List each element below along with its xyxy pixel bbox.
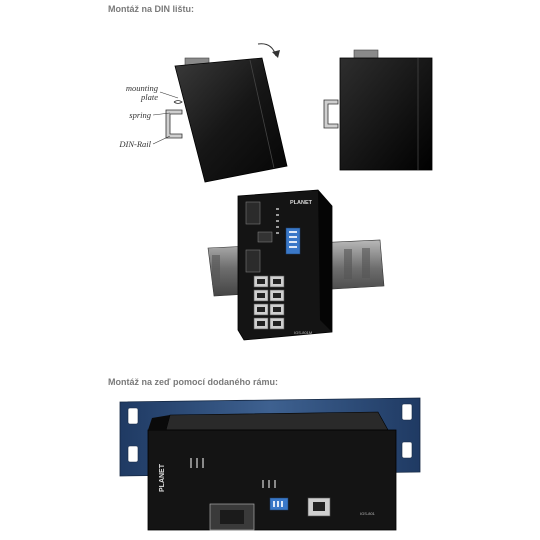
device-top (165, 411, 389, 431)
device-body-tilted (174, 57, 288, 183)
din-rail-front-illustration: PLANET IGS-801M (207, 189, 385, 341)
din-rail-profile (165, 109, 183, 139)
mounting-plate-label-line1: mounting (125, 83, 158, 93)
sfp-slot-2 (245, 249, 261, 273)
din-rail-label: DIN-Rail (119, 139, 151, 149)
model-label-wall: IGS-801 (360, 511, 376, 516)
din-rail-step1-illustration (152, 43, 288, 183)
din-rail-profile-2 (323, 99, 339, 129)
wall-mount-heading: Montáž na zeď pomocí dodaného rámu: (108, 377, 278, 387)
brand-logo-wall: PLANET (159, 463, 166, 492)
mounting-plate-label: mounting plate (108, 84, 158, 102)
spring-shape (173, 100, 183, 104)
model-label-front: IGS-801M (294, 330, 312, 335)
din-rail-heading: Montáž na DIN lištu: (108, 4, 194, 14)
spring-label: spring (129, 110, 151, 120)
mounting-plate-label-line2: plate (141, 92, 158, 102)
device-body-side (339, 57, 433, 171)
sfp-slot-1 (245, 201, 261, 225)
console-port (257, 231, 273, 243)
device-front-face (147, 429, 397, 531)
din-rail-step2-illustration (323, 49, 433, 171)
wall-mount-illustration: PLANET IGS-801 (119, 397, 421, 531)
brand-logo: PLANET (290, 200, 313, 206)
rotate-arrow-icon (257, 43, 277, 57)
